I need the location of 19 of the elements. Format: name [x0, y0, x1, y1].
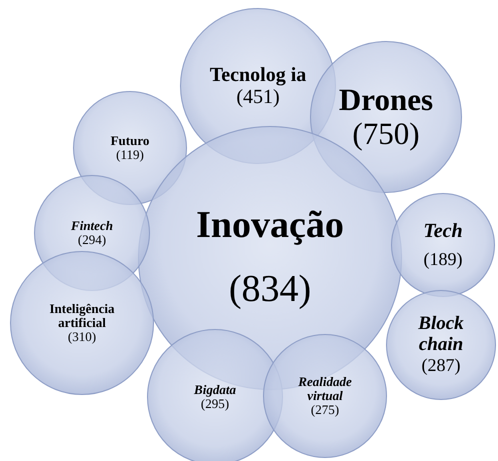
topic-label: Fintech: [71, 218, 113, 233]
count-label: (275): [310, 403, 340, 418]
topic-label: Tecnolog ia (451): [208, 64, 308, 108]
count-label: (189): [424, 250, 462, 270]
count-label: (750): [352, 117, 420, 152]
topic-label: Drones: [338, 82, 434, 117]
count-label: (834): [228, 269, 312, 311]
count-label: (287): [422, 356, 460, 376]
topic-label: Futuro: [110, 134, 150, 148]
count-label: (294): [78, 233, 106, 248]
topic-label: Tech: [423, 220, 463, 242]
topic-label: Realidade virtual: [297, 374, 353, 404]
count-label: (119): [116, 148, 144, 162]
count-label: (295): [200, 397, 230, 412]
topic-label: Inteligência artificial: [48, 302, 116, 330]
topic-label: Block chain: [417, 314, 465, 356]
count-label: (310): [68, 330, 96, 344]
topic-label: Bigdata: [194, 382, 236, 397]
topic-label: Inovação: [196, 205, 344, 247]
